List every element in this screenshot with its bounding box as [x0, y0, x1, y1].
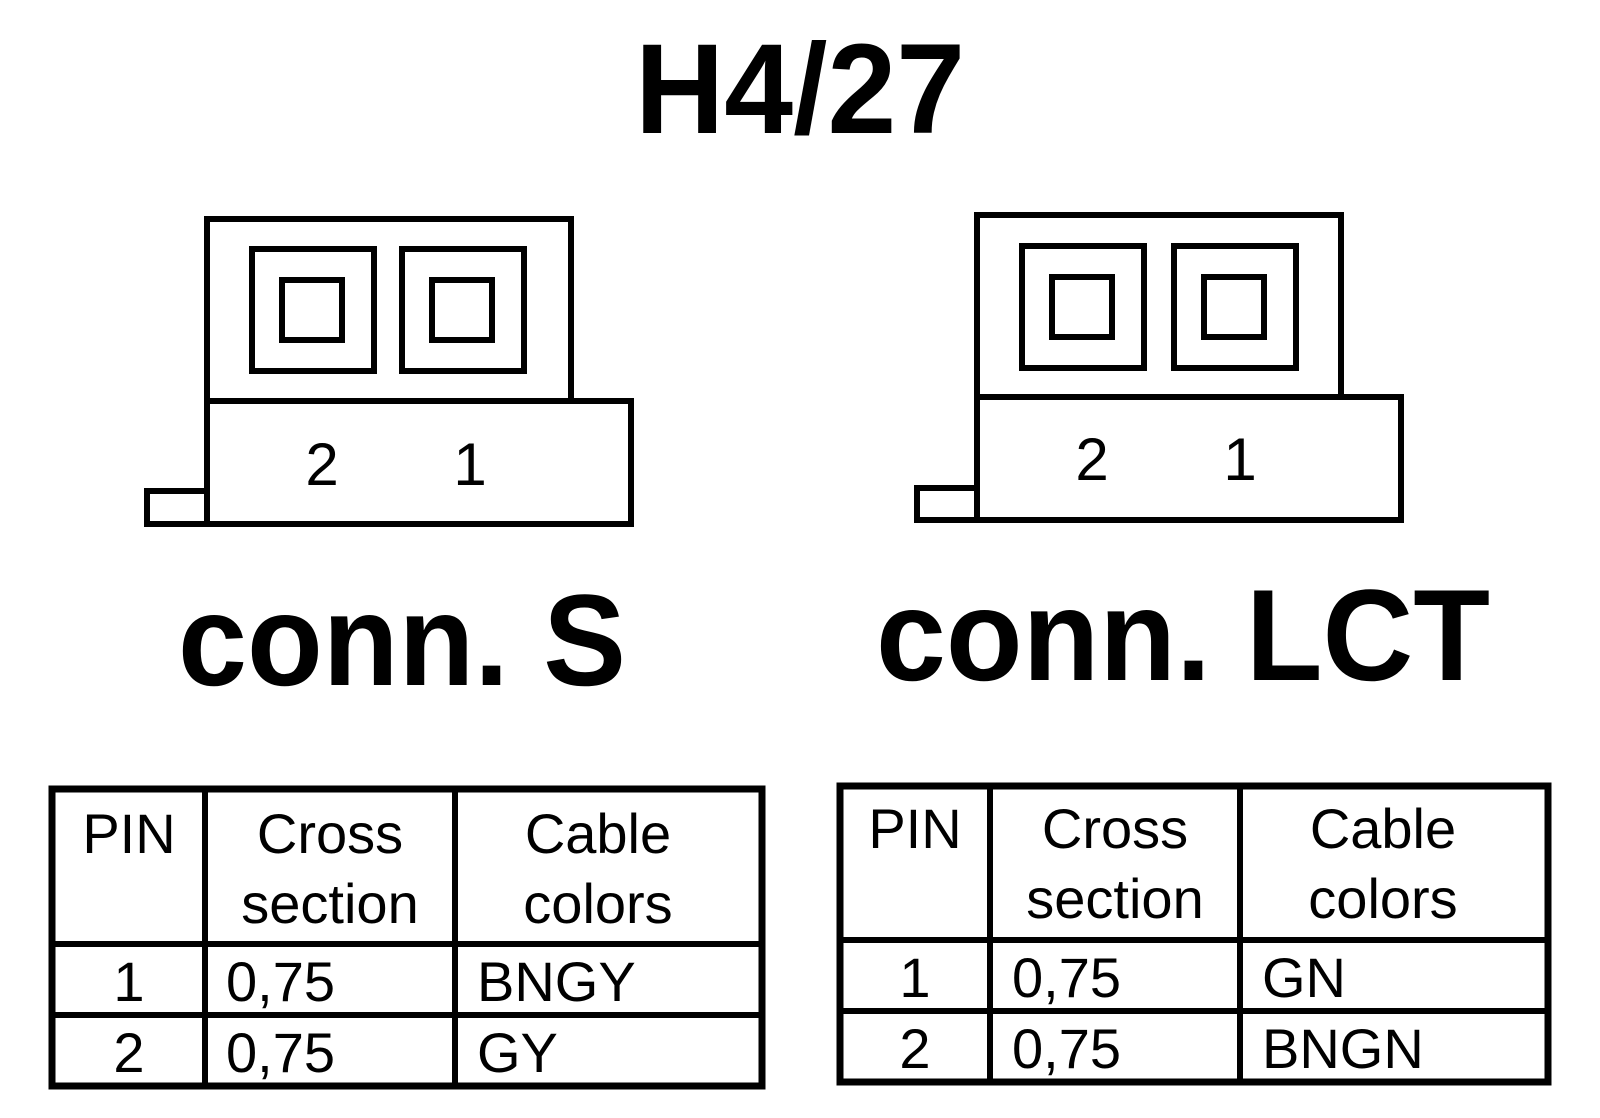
connector-s-terminal-2-outer	[249, 246, 377, 374]
connector-s-terminal-1-inner	[429, 277, 495, 343]
table-lct-border	[836, 782, 1552, 1086]
connector-s-name: conn. S	[178, 567, 626, 713]
connector-lct-terminal-2-outer	[1019, 243, 1147, 371]
table-lct-header-cross-line2: section	[1026, 867, 1203, 930]
table-s-border	[48, 785, 766, 1090]
table-s-cell: BNGY	[477, 950, 636, 1013]
connector-s-drawing	[144, 216, 634, 527]
connector-lct-terminal-1-inner	[1201, 274, 1267, 340]
connector-lct-pin-1-label: 1	[1223, 426, 1256, 493]
connector-s-table: PIN Cross section Cable colors 1 0,75 BN…	[48, 785, 766, 1090]
connector-lct-housing-base	[974, 394, 1404, 523]
table-lct-cell: 2	[899, 1017, 930, 1080]
table-s-header-pin: PIN	[82, 802, 175, 865]
table-s-cell: 0,75	[226, 950, 335, 1013]
connector-s-terminal-2-inner	[279, 277, 345, 343]
table-s-cell: 2	[113, 1021, 144, 1084]
table-lct-header-pin: PIN	[868, 797, 961, 860]
table-lct-header-cable-line1: Cable	[1310, 797, 1456, 860]
connector-s-housing-base	[204, 398, 634, 527]
table-s-header-cable-line1: Cable	[525, 802, 671, 865]
table-lct-cell: 0,75	[1012, 1017, 1121, 1080]
table-lct-cell: BNGN	[1262, 1017, 1424, 1080]
table-lct-header-cross-line1: Cross	[1042, 797, 1188, 860]
table-lct-cell: 0,75	[1012, 946, 1121, 1009]
table-lct-cell: GN	[1262, 946, 1346, 1009]
table-s-header-cross-line2: section	[241, 872, 418, 935]
table-s-cell: GY	[477, 1021, 558, 1084]
connector-s-pin-1-label: 1	[453, 431, 486, 498]
connector-lct-pin-2-label: 2	[1075, 426, 1108, 493]
connector-s-terminal-1-outer	[399, 246, 527, 374]
connector-lct-terminal-1-outer	[1171, 243, 1299, 371]
connector-lct-terminal-2-inner	[1049, 274, 1115, 340]
table-lct-cell: 1	[899, 946, 930, 1009]
connector-s-pin-2-label: 2	[305, 431, 338, 498]
table-s-header-cable-line2: colors	[523, 872, 672, 935]
table-s-cell: 1	[113, 950, 144, 1013]
table-s-cell: 0,75	[226, 1021, 335, 1084]
connector-lct-table: PIN Cross section Cable colors 1 0,75 GN…	[836, 782, 1552, 1086]
connector-lct-latch	[914, 485, 980, 523]
connector-lct-name: conn. LCT	[876, 562, 1490, 708]
diagram-title: H4/27	[635, 18, 965, 161]
connector-lct-drawing	[914, 212, 1404, 523]
table-lct-header-cable-line2: colors	[1308, 867, 1457, 930]
connector-s-latch	[144, 488, 210, 527]
table-s-header-cross-line1: Cross	[257, 802, 403, 865]
